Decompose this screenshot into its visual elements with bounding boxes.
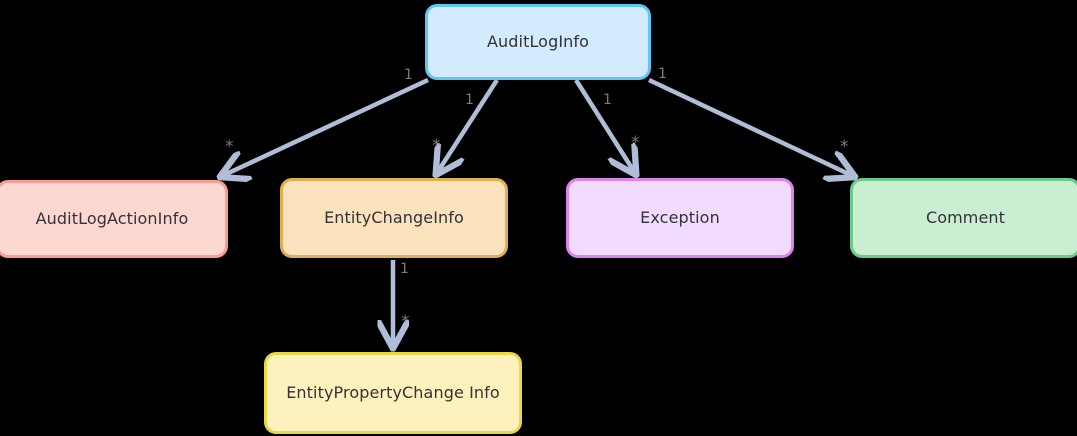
node-label-exception: Exception xyxy=(640,208,720,228)
edge-label-auditloginfo-entitychangeinfo-source: 1 xyxy=(465,92,474,108)
node-exception[interactable]: Exception xyxy=(566,178,794,258)
edge-label-auditloginfo-comment-source: 1 xyxy=(658,66,667,82)
node-label-comment: Comment xyxy=(925,208,1006,228)
node-auditloginfo[interactable]: AuditLogInfo xyxy=(425,4,651,80)
node-entitychangeinfo[interactable]: EntityChangeInfo xyxy=(280,178,508,258)
edge-label-auditloginfo-exception-target: * xyxy=(631,133,640,153)
edge-label-auditloginfo-auditlogactioninfo-target: * xyxy=(225,137,234,157)
edge-label-auditloginfo-entitychangeinfo-target: * xyxy=(432,136,441,156)
edge-label-auditloginfo-auditlogactioninfo-source: 1 xyxy=(404,67,413,83)
edge-label-entitychangeinfo-entitypropertychangeinfo-source: 1 xyxy=(400,261,409,277)
edge-label-entitychangeinfo-entitypropertychangeinfo-target: * xyxy=(401,312,410,332)
edge-auditloginfo-auditlogactioninfo xyxy=(222,77,429,176)
node-label-entitypropertychangeinfo: EntityPropertyChange Info xyxy=(286,383,500,403)
node-label-auditloginfo: AuditLogInfo xyxy=(486,32,590,52)
node-entitypropertychangeinfo[interactable]: EntityPropertyChange Info xyxy=(264,352,522,434)
edge-label-auditloginfo-comment-target: * xyxy=(840,137,849,157)
node-comment[interactable]: Comment xyxy=(850,178,1077,258)
node-label-auditlogactioninfo: AuditLogActionInfo xyxy=(35,209,189,229)
edge-auditloginfo-comment xyxy=(648,77,853,176)
node-label-entitychangeinfo: EntityChangeInfo xyxy=(324,208,464,228)
node-auditlogactioninfo[interactable]: AuditLogActionInfo xyxy=(0,180,228,258)
edge-label-auditloginfo-exception-source: 1 xyxy=(603,92,612,108)
